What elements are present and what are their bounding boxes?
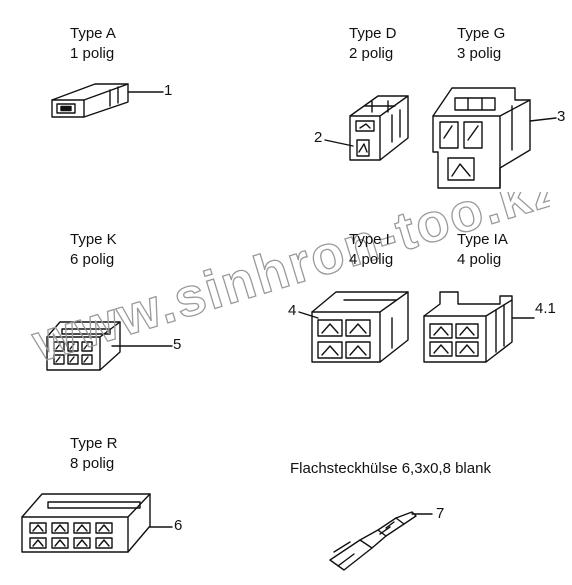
type-i-name: Type I bbox=[349, 231, 390, 248]
type-a-label: Type A 1 polig bbox=[70, 24, 116, 64]
type-a-name: Type A bbox=[70, 25, 116, 42]
type-k-label: Type K 6 polig bbox=[70, 230, 117, 270]
type-ia-label: Type IA 4 polig bbox=[457, 230, 508, 270]
type-k-poles: 6 polig bbox=[70, 251, 115, 268]
terminal-caption: Flachsteckhülse 6,3x0,8 blank bbox=[290, 460, 491, 477]
type-r-poles: 8 polig bbox=[70, 455, 115, 472]
leader-line-2 bbox=[324, 139, 354, 147]
type-d-name: Type D bbox=[349, 25, 397, 42]
type-d-label: Type D 2 polig bbox=[349, 24, 397, 64]
connector-type-r bbox=[21, 493, 151, 553]
part-number-4-1: 4.1 bbox=[535, 300, 556, 317]
type-g-label: Type G 3 polig bbox=[457, 24, 505, 64]
leader-line-3 bbox=[529, 117, 557, 122]
part-number-5: 5 bbox=[173, 336, 182, 353]
connector-type-a bbox=[51, 83, 129, 118]
type-i-label: Type I 4 polig bbox=[349, 230, 393, 270]
connector-type-d bbox=[349, 95, 409, 161]
type-r-name: Type R bbox=[70, 435, 118, 452]
part-number-1: 1 bbox=[164, 82, 173, 99]
type-a-poles: 1 polig bbox=[70, 45, 115, 62]
type-r-label: Type R 8 polig bbox=[70, 434, 118, 474]
type-k-name: Type K bbox=[70, 231, 117, 248]
leader-line-4 bbox=[298, 311, 319, 319]
part-number-4: 4 bbox=[288, 302, 297, 319]
part-number-6: 6 bbox=[174, 517, 183, 534]
connector-type-i bbox=[311, 291, 409, 363]
type-g-name: Type G bbox=[457, 25, 506, 42]
connector-type-g bbox=[432, 87, 531, 189]
type-ia-poles: 4 polig bbox=[457, 251, 502, 268]
part-number-3: 3 bbox=[557, 108, 566, 125]
part-number-7: 7 bbox=[436, 505, 445, 522]
connector-type-k bbox=[46, 321, 121, 371]
type-d-poles: 2 polig bbox=[349, 45, 394, 62]
type-g-poles: 3 polig bbox=[457, 45, 502, 62]
part-number-2: 2 bbox=[314, 129, 323, 146]
connector-type-ia bbox=[423, 291, 513, 363]
type-ia-name: Type IA bbox=[457, 231, 508, 248]
flat-receptacle-terminal bbox=[329, 511, 417, 571]
type-i-poles: 4 polig bbox=[349, 251, 394, 268]
